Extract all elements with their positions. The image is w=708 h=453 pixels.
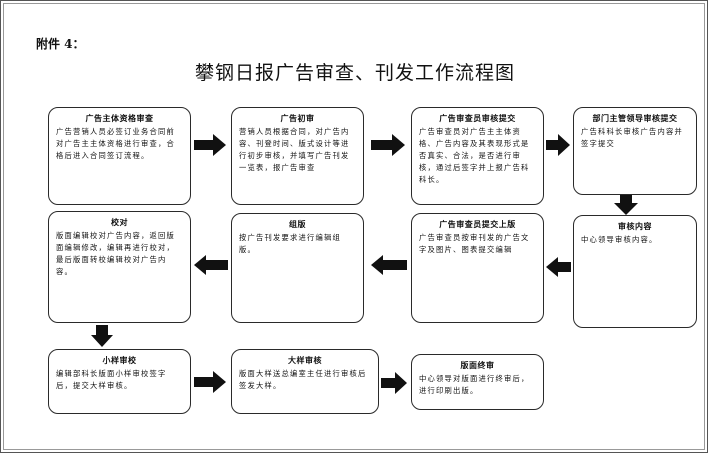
step-title: 部门主管领导审核提交 (592, 114, 678, 123)
arrow-right-2 (371, 134, 405, 156)
arrow-down-2 (91, 325, 113, 347)
step-content-review: 审核内容 中心领导审核内容。 (573, 215, 697, 328)
step-title: 广告审查员提交上版 (439, 220, 516, 229)
step-body: 中心领导对版面进行终审后，进行印刷出版。 (419, 374, 530, 395)
step-body: 广告审查员对广告主主体资格、广告内容及其表现形式是否真实、合法，是否进行审核，通… (419, 127, 530, 184)
step-proofreading: 校对 版面编辑校对广告内容，返回版面编辑修改，编辑再进行校对，最后版面转校编辑校… (48, 211, 191, 323)
arrow-right-3 (546, 134, 570, 156)
step-body: 广告营销人员必签订业务合同前对广告主主体资格进行审查，合格后进入合同签订流程。 (56, 127, 175, 160)
step-body: 版面编辑校对广告内容，返回版面编辑修改，编辑再进行校对，最后版面转校编辑校对广告… (56, 231, 175, 276)
step-title: 审核内容 (618, 222, 652, 231)
step-body: 广告审查员按审刊发的广告文字及图片、图表提交编辑 (419, 233, 530, 254)
step-body: 按广告刊发要求进行编辑组版。 (239, 233, 341, 254)
step-body: 广告科科长审核广告内容并签字提交 (581, 127, 683, 148)
arrow-left-3 (194, 255, 228, 275)
step-body: 营销人员根据合同，对广告内容、刊登时间、版式设计等进行初步审核，并填写广告刊发一… (239, 127, 350, 172)
step-title: 广告主体资格审查 (85, 114, 154, 123)
step-dept-leader-review: 部门主管领导审核提交 广告科科长审核广告内容并签字提交 (573, 107, 697, 195)
page-title: 攀钢日报广告审查、刊发工作流程图 (194, 62, 515, 84)
step-title: 小样审校 (102, 356, 137, 365)
step-title: 广告初审 (280, 114, 315, 123)
step-title: 组版 (289, 220, 306, 229)
arrow-right-4 (194, 371, 226, 393)
step-body: 版面大样送总编室主任进行审核后签发大样。 (239, 369, 367, 390)
attachment-label: 附件 4： (36, 37, 85, 51)
step-body: 中心领导审核内容。 (581, 235, 658, 244)
step-title: 大样审核 (288, 356, 322, 365)
step-proof-check: 小样审校 编辑部科长版面小样审校签字后，提交大样审核。 (48, 349, 191, 414)
step-title: 版面终审 (460, 361, 495, 370)
step-submit-layout: 广告审查员提交上版 广告审查员按审刊发的广告文字及图片、图表提交编辑 (411, 213, 544, 323)
arrow-left-2 (371, 255, 407, 275)
arrow-left-1 (546, 257, 571, 277)
step-title: 校对 (111, 218, 128, 227)
arrow-right-5 (381, 372, 407, 394)
arrow-right-1 (194, 134, 226, 156)
step-full-proof-review: 大样审核 版面大样送总编室主任进行审核后签发大样。 (231, 349, 379, 414)
step-body: 编辑部科长版面小样审校签字后，提交大样审核。 (56, 369, 167, 390)
step-final-review: 版面终审 中心领导对版面进行终审后，进行印刷出版。 (411, 354, 544, 410)
step-typesetting: 组版 按广告刊发要求进行编辑组版。 (231, 213, 364, 323)
step-censor-submit: 广告审查员审核提交 广告审查员对广告主主体资格、广告内容及其表现形式是否真实、合… (411, 107, 544, 205)
step-qualification-review: 广告主体资格审查 广告营销人员必签订业务合同前对广告主主体资格进行审查，合格后进… (48, 107, 191, 205)
arrow-down-1 (614, 195, 638, 215)
step-title: 广告审查员审核提交 (439, 114, 516, 123)
step-initial-review: 广告初审 营销人员根据合同，对广告内容、刊登时间、版式设计等进行初步审核，并填写… (231, 107, 364, 205)
